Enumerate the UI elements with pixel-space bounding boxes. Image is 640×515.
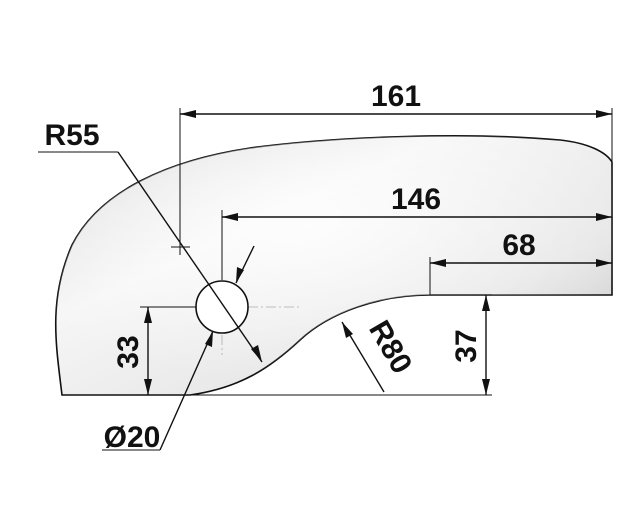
r55-label: R55 xyxy=(44,119,99,152)
dim-161-label: 161 xyxy=(371,80,421,113)
r80-leader-arrow xyxy=(342,322,353,338)
dim-68-arrow-left xyxy=(430,259,446,267)
dim-146-arrow-left xyxy=(222,213,238,221)
dim-37-label: 37 xyxy=(450,329,483,362)
dim-33-arrow-top xyxy=(144,307,152,323)
dim-146-arrow-right xyxy=(596,213,612,221)
r55-leader-diagonal xyxy=(117,151,263,363)
dim-68-arrow-right xyxy=(596,259,612,267)
dia20-leader-arrow xyxy=(205,331,213,347)
dim-37-arrow-top xyxy=(482,295,490,311)
dim-37-arrow-bottom xyxy=(482,379,490,395)
dim-33-label: 33 xyxy=(112,335,145,368)
dim-161-arrow-right xyxy=(596,110,612,118)
plate-highlight xyxy=(55,135,612,395)
mounting-hole xyxy=(195,280,249,334)
dim-161-arrow-left xyxy=(180,110,196,118)
dia20-leader-diagonal xyxy=(159,330,214,451)
dim-33-arrow-bottom xyxy=(144,379,152,395)
dia20-label: Ø20 xyxy=(104,421,161,454)
dia20-outer-arrow xyxy=(236,267,244,283)
dim-68-label: 68 xyxy=(502,229,535,262)
r55-leader-arrow xyxy=(251,345,262,362)
dim-146-label: 146 xyxy=(391,183,441,216)
